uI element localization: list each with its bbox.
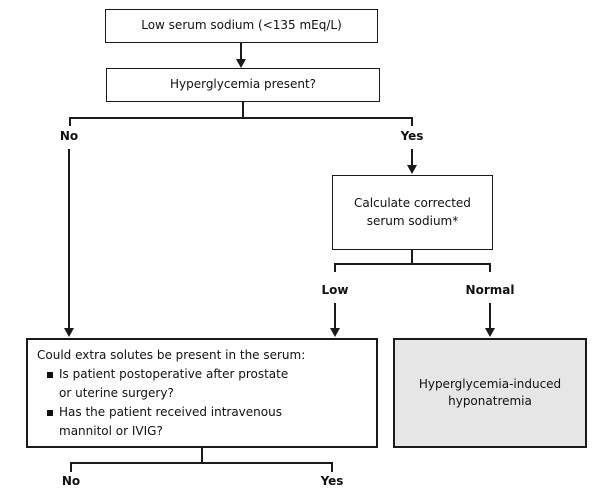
node-hyperglycemia-induced-hyponatremia: Hyperglycemia-induced hyponatremia	[393, 338, 587, 448]
list-item: Is patient postoperative after prostate …	[47, 365, 368, 403]
bullet-text: Has the patient received intravenous man…	[59, 405, 282, 438]
connector-decision-branch	[69, 117, 413, 119]
connector-no-stub	[69, 117, 71, 126]
connector-low-to-solutes	[334, 303, 336, 329]
connector-bottom-yes-stub	[331, 462, 333, 472]
connector-solutes-stem	[201, 448, 203, 463]
arrow-down-icon	[64, 328, 74, 337]
arrow-down-icon	[407, 165, 417, 174]
connector-calculate-stem	[411, 250, 413, 264]
node-calculate-corrected-sodium: Calculate corrected serum sodium*	[332, 175, 493, 250]
connector-normal-to-outcome	[489, 303, 491, 329]
arrow-down-icon	[485, 328, 495, 337]
connector-no-to-solutes	[68, 149, 70, 329]
node-hyperglycemia-decision: Hyperglycemia present?	[106, 68, 380, 102]
branch-label-yes: Yes	[400, 129, 424, 143]
arrow-down-icon	[236, 59, 246, 68]
list-item: Has the patient received intravenous man…	[47, 403, 368, 441]
connector-normal-stub	[489, 263, 491, 272]
node-low-serum-sodium: Low serum sodium (<135 mEq/L)	[105, 9, 378, 43]
arrow-down-icon	[330, 328, 340, 337]
extra-solutes-heading: Could extra solutes be present in the se…	[37, 348, 306, 362]
connector-solutes-branch	[70, 462, 333, 464]
branch-label-normal: Normal	[465, 283, 515, 297]
branch-label-no-bottom: No	[61, 474, 81, 488]
branch-label-yes-bottom: Yes	[320, 474, 344, 488]
bullet-text: Is patient postoperative after prostate …	[59, 367, 289, 400]
connector-yes-stub	[411, 117, 413, 126]
connector-calculate-branch	[334, 263, 491, 265]
connector-decision-stem	[242, 102, 244, 118]
connector-bottom-no-stub	[70, 462, 72, 472]
bullet-square-icon	[47, 372, 53, 378]
connector-yes-to-calculate	[411, 149, 413, 166]
node-extra-solutes-question: Could extra solutes be present in the se…	[26, 338, 378, 448]
connector-start-to-decision	[240, 43, 242, 60]
connector-low-stub	[334, 263, 336, 272]
bullet-square-icon	[47, 410, 53, 416]
branch-label-no: No	[59, 129, 79, 143]
branch-label-low: Low	[321, 283, 349, 297]
